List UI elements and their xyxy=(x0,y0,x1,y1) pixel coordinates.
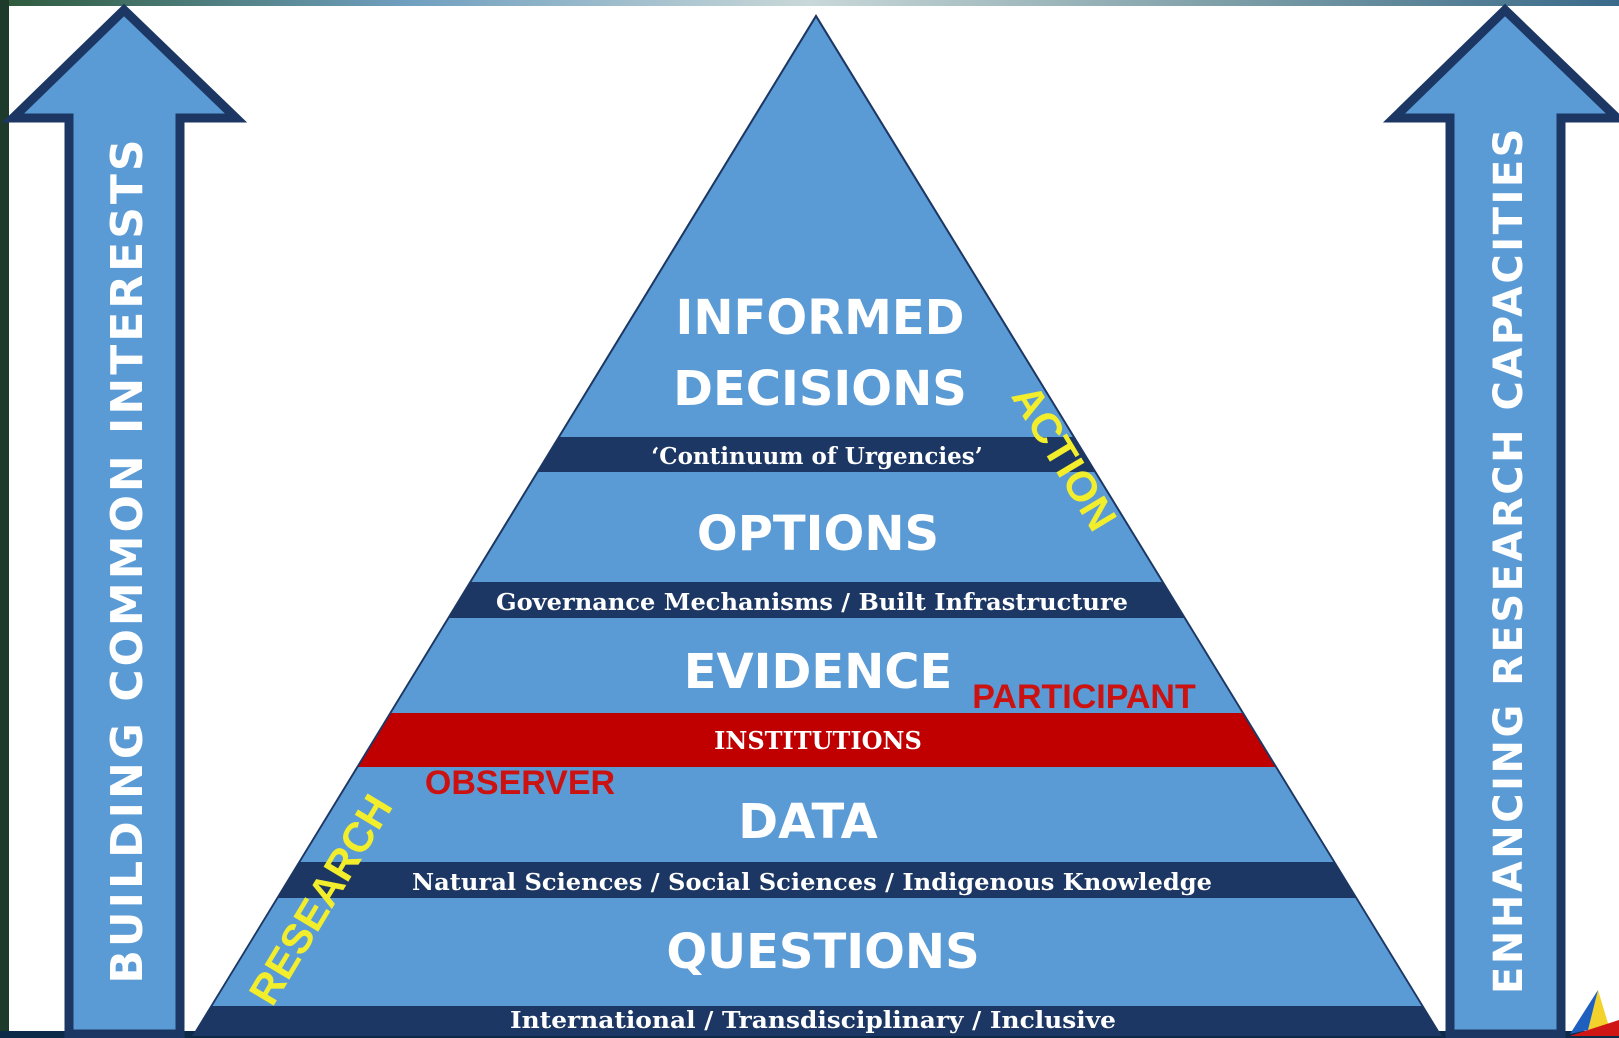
corner-logo-yellow xyxy=(1588,990,1610,1030)
right-arrow-label: ENHANCING RESEARCH CAPACITIES xyxy=(1486,126,1532,994)
level-fill-questions xyxy=(196,898,1438,1006)
corner-logo-blue xyxy=(1570,990,1598,1034)
left-arrow-label: BUILDING COMMON INTERESTS xyxy=(102,136,153,983)
band-text-data: Natural Sciences / Social Sciences / Ind… xyxy=(412,869,1212,896)
level-title-options: OPTIONS xyxy=(697,506,939,562)
level-title-questions: QUESTIONS xyxy=(666,924,979,980)
right-arrow-shape xyxy=(1382,3,1619,1038)
band-text-continuum: ‘Continuum of Urgencies’ xyxy=(651,443,982,470)
corner-logo-red xyxy=(1570,1020,1619,1036)
label-participant: PARTICIPANT xyxy=(972,678,1196,716)
corner-logo xyxy=(1570,990,1619,1036)
band-text-options: Governance Mechanisms / Built Infrastruc… xyxy=(496,589,1128,616)
left-arrow: BUILDING COMMON INTERESTS xyxy=(1,3,248,1038)
level-title-data: DATA xyxy=(738,794,877,850)
left-arrow-shape xyxy=(1,3,248,1038)
band-text-institutions: INSTITUTIONS xyxy=(714,726,922,755)
level-fill-data xyxy=(196,767,1438,862)
level-title-evidence: EVIDENCE xyxy=(684,644,953,700)
level-title-decisions: DECISIONS xyxy=(673,361,967,417)
top-strip xyxy=(0,0,1619,6)
label-observer: OBSERVER xyxy=(425,764,615,802)
band-data-detail xyxy=(196,862,1438,898)
band-text-questions: International / Transdisciplinary / Incl… xyxy=(510,1007,1116,1034)
band-questions-detail xyxy=(196,1006,1438,1033)
left-edge-strip xyxy=(0,0,9,1038)
right-arrow: ENHANCING RESEARCH CAPACITIES xyxy=(1382,3,1619,1038)
level-title-informed: INFORMED xyxy=(676,290,965,346)
band-institutions xyxy=(196,713,1438,767)
